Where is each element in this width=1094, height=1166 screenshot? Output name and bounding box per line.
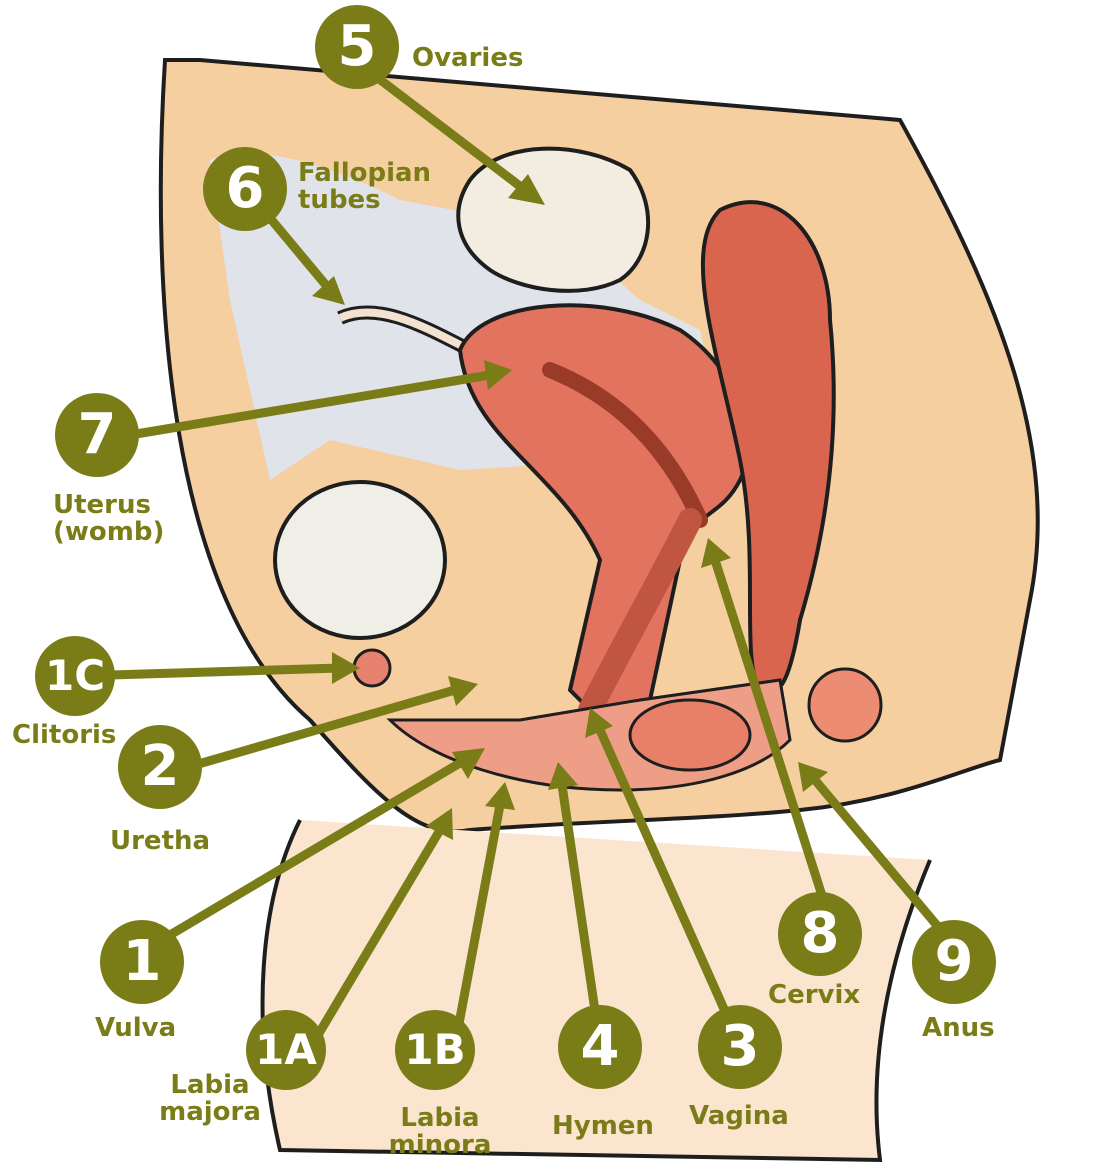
label-hymen: Hymen: [552, 1113, 654, 1140]
anus-shape: [809, 669, 881, 741]
sphincter-shape: [630, 700, 750, 770]
label-vulva: Vulva: [95, 1015, 176, 1042]
badge-ovaries: 5: [315, 5, 399, 89]
label-clitoris: Clitoris: [12, 722, 116, 749]
badge-vulva: 1: [100, 920, 184, 1004]
label-urethra: Uretha: [110, 828, 210, 855]
label-fallopian: Fallopian tubes: [298, 160, 431, 215]
label-cervix: Cervix: [768, 982, 860, 1009]
badge-cervix: 8: [778, 892, 862, 976]
badge-urethra: 2: [118, 725, 202, 809]
bladder-shape: [275, 482, 445, 638]
label-labia-majora: Labia majora: [150, 1072, 270, 1127]
label-labia-minora: Labia minora: [380, 1105, 500, 1160]
badge-vagina: 3: [698, 1005, 782, 1089]
label-ovaries: Ovaries: [412, 45, 523, 72]
label-vagina: Vagina: [689, 1103, 789, 1130]
badge-fallopian: 6: [203, 147, 287, 231]
label-uterus: Uterus (womb): [53, 492, 164, 547]
badge-labia-minora: 1B: [395, 1010, 475, 1090]
badge-clitoris: 1C: [35, 636, 115, 716]
badge-uterus: 7: [55, 393, 139, 477]
badge-anus: 9: [912, 920, 996, 1004]
label-anus: Anus: [922, 1015, 995, 1042]
ovary-shape: [458, 149, 648, 291]
badge-hymen: 4: [558, 1005, 642, 1089]
